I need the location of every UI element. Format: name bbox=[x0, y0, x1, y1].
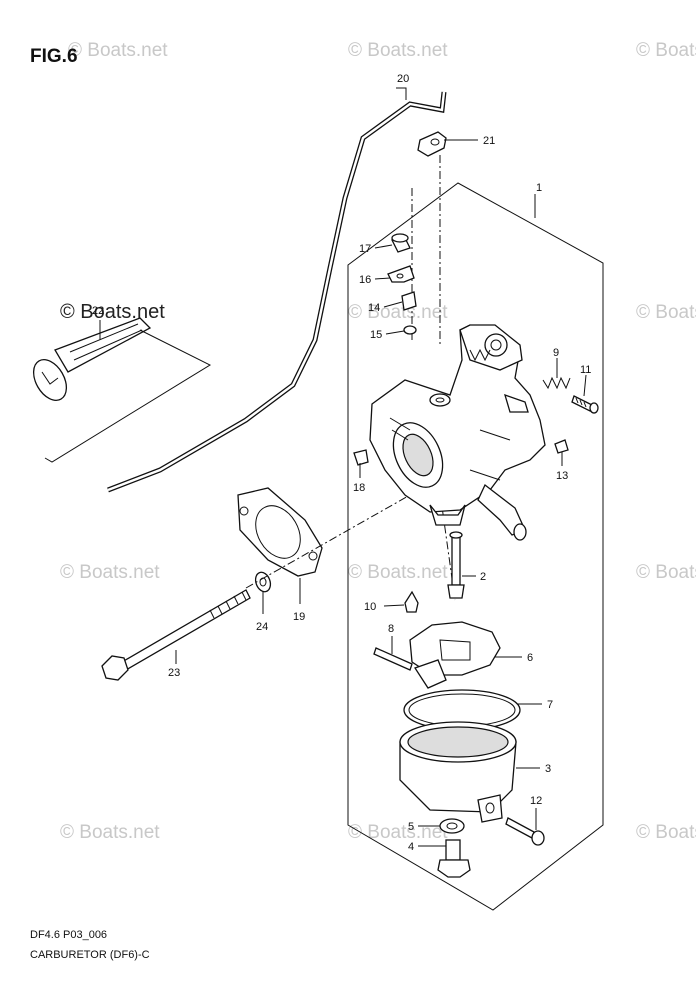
watermark: © Boats.net bbox=[348, 562, 448, 583]
long-bolt-part bbox=[101, 589, 251, 681]
small-plugs bbox=[353, 439, 569, 466]
callout-8: 8 bbox=[388, 623, 394, 635]
rod-clip-part bbox=[417, 131, 447, 157]
washer-part bbox=[254, 571, 272, 593]
watermark: © Boats.net bbox=[348, 302, 448, 323]
callout-24: 24 bbox=[256, 621, 268, 633]
callout-13: 13 bbox=[556, 470, 568, 482]
float-bowl-part bbox=[399, 721, 517, 823]
leader-lines bbox=[99, 87, 587, 847]
watermarks: © Boats.net © Boats.net © Boats.net © Bo… bbox=[60, 40, 696, 843]
callout-7: 7 bbox=[547, 699, 553, 711]
callout-10: 10 bbox=[364, 601, 376, 613]
watermark: © Boats.net bbox=[60, 822, 160, 843]
callout-labels: 1 2 3 4 5 6 7 8 9 10 11 12 13 14 15 16 1… bbox=[92, 73, 591, 853]
callout-3: 3 bbox=[545, 763, 551, 775]
assembly-box bbox=[347, 182, 604, 911]
watermark: © Boats.net bbox=[348, 822, 448, 843]
watermark: © Boats.net bbox=[68, 40, 168, 61]
callout-11: 11 bbox=[580, 364, 591, 376]
callout-22: 22 bbox=[92, 305, 104, 317]
callout-5: 5 bbox=[408, 821, 414, 833]
callout-17: 17 bbox=[359, 243, 371, 255]
pilot-screw-assembly bbox=[387, 233, 417, 335]
gasket-part bbox=[237, 487, 323, 577]
watermark-dark: © Boats.net bbox=[60, 301, 165, 323]
float-needle-part bbox=[404, 590, 419, 613]
callout-16: 16 bbox=[359, 274, 371, 286]
main-nozzle-part bbox=[447, 531, 465, 599]
diagram-code: DF4.6 P03_006 bbox=[30, 929, 107, 941]
callout-23: 23 bbox=[168, 667, 180, 679]
callout-2: 2 bbox=[480, 571, 486, 583]
callout-15: 15 bbox=[370, 329, 382, 341]
callout-6: 6 bbox=[527, 652, 533, 664]
callout-18: 18 bbox=[353, 482, 365, 494]
callout-1: 1 bbox=[536, 182, 542, 194]
drain-plug-parts bbox=[437, 818, 471, 878]
watermark: © Boats.net bbox=[60, 562, 160, 583]
bowl-screw-part bbox=[505, 817, 545, 846]
watermark: © Boats.net bbox=[636, 40, 696, 61]
carburetor-body-part bbox=[369, 324, 546, 541]
callout-19: 19 bbox=[293, 611, 305, 623]
choke-knob-part bbox=[32, 317, 212, 463]
callout-14: 14 bbox=[368, 302, 380, 314]
callout-21: 21 bbox=[483, 135, 495, 147]
idle-screw-assembly bbox=[542, 376, 599, 414]
callout-4: 4 bbox=[408, 841, 414, 853]
watermark: © Boats.net bbox=[636, 822, 696, 843]
throttle-rod-part bbox=[107, 91, 447, 493]
diagram-caption: CARBURETOR (DF6)-C bbox=[30, 949, 150, 961]
float-part bbox=[409, 621, 501, 689]
callout-12: 12 bbox=[530, 795, 542, 807]
float-pin-part bbox=[373, 647, 413, 671]
watermark: © Boats.net bbox=[636, 302, 696, 323]
figure-title: FIG.6 bbox=[30, 46, 78, 67]
watermark: © Boats.net bbox=[636, 562, 696, 583]
watermark: © Boats.net bbox=[348, 40, 448, 61]
callout-20: 20 bbox=[397, 73, 409, 85]
callout-9: 9 bbox=[553, 347, 559, 359]
